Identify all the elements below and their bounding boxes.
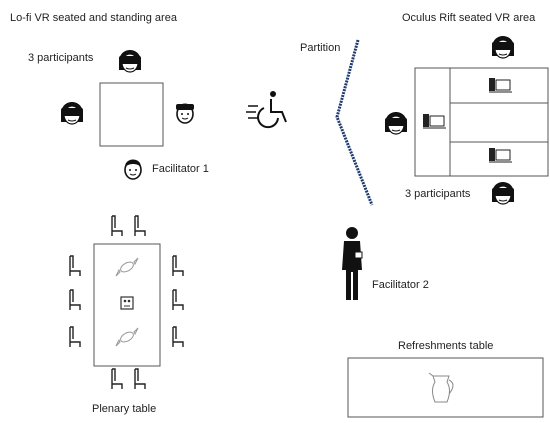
participants-left-label: 3 participants <box>28 52 94 64</box>
lofi-area-title: Lo-fi VR seated and standing area <box>10 12 177 24</box>
chair-icon <box>134 368 146 390</box>
vr-participant-top-icon <box>118 49 142 73</box>
water-jug-icon <box>428 372 454 403</box>
robot-toy-icon <box>120 296 134 310</box>
vr-participant-left-icon <box>60 101 84 125</box>
chair-icon <box>172 255 184 277</box>
computer-icon-1 <box>488 77 513 93</box>
facilitator-1-label: Facilitator 1 <box>152 163 209 175</box>
chair-icon <box>111 215 123 237</box>
chair-icon <box>172 289 184 311</box>
vr-headset-right-icon <box>176 104 194 110</box>
refreshments-table <box>347 357 544 418</box>
computer-icon-2 <box>422 113 447 129</box>
facilitator-1-icon <box>124 158 142 180</box>
vr-participant-rift-top-icon <box>491 35 515 59</box>
wheelchair-icon <box>246 91 287 129</box>
facilitator-2-label: Facilitator 2 <box>372 279 429 291</box>
vr-participant-rift-bottom-icon <box>491 181 515 205</box>
participants-right-label: 3 participants <box>405 188 471 200</box>
chair-icon <box>134 215 146 237</box>
chair-icon <box>111 368 123 390</box>
lofi-table <box>99 82 164 147</box>
chair-icon <box>69 326 81 348</box>
rift-desks <box>414 67 549 177</box>
refreshments-table-label: Refreshments table <box>398 340 494 352</box>
chair-icon <box>69 255 81 277</box>
facilitator-2-icon <box>342 227 363 300</box>
vr-participant-rift-left-icon <box>384 111 408 135</box>
rift-area-title: Oculus Rift seated VR area <box>402 12 536 24</box>
partition-label: Partition <box>300 42 341 54</box>
chair-icon <box>172 326 184 348</box>
chair-icon <box>69 289 81 311</box>
computer-icon-3 <box>488 147 513 163</box>
partition-line <box>335 39 374 206</box>
plenary-table-label: Plenary table <box>92 403 157 415</box>
